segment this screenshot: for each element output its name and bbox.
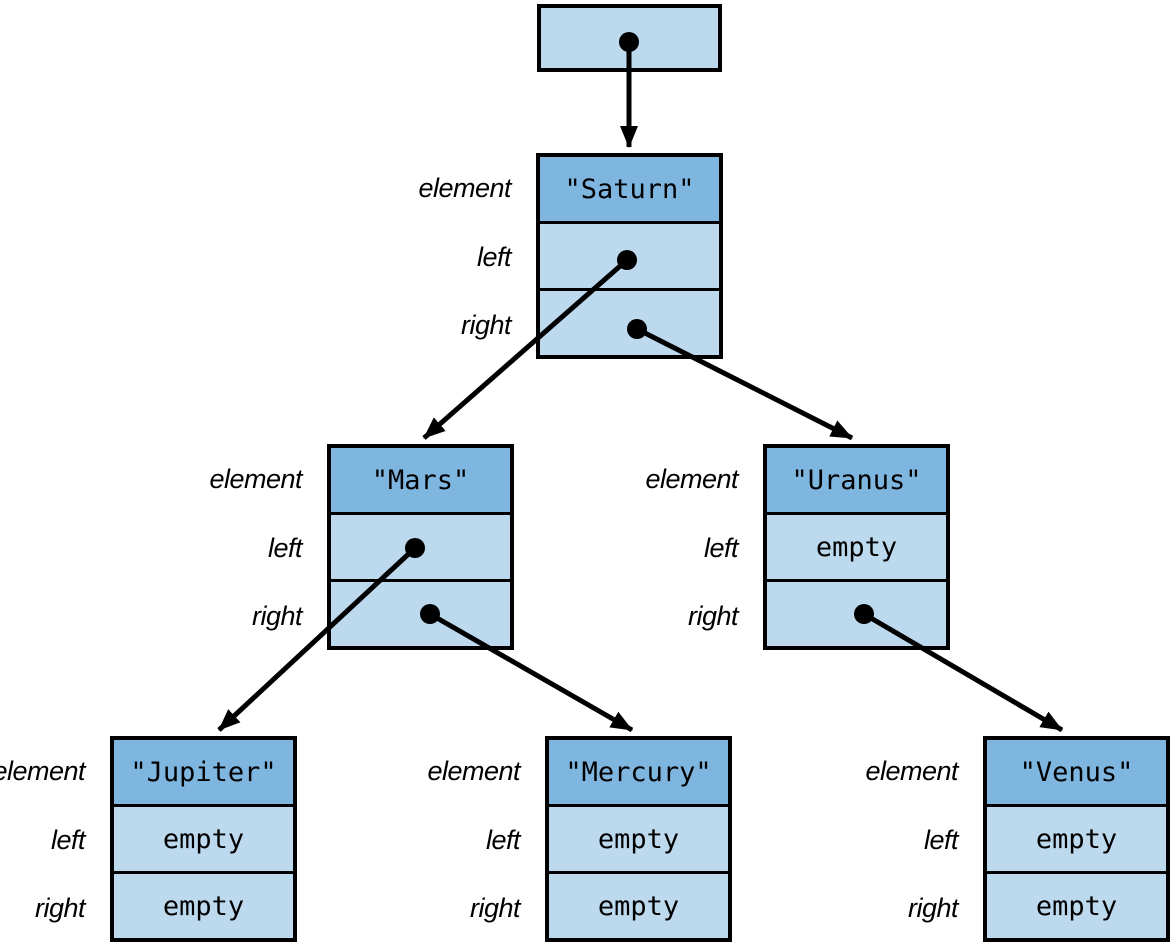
node-venus-right-cell: empty xyxy=(1035,890,1118,922)
mars-field-labels: element left right xyxy=(162,444,302,650)
field-label-left: left xyxy=(923,825,959,855)
node-uranus-left-cell: empty xyxy=(767,515,946,582)
node-uranus-right-cell xyxy=(767,582,946,646)
node-mercury-right-cell: empty xyxy=(597,890,680,922)
field-label-right: right xyxy=(907,892,959,923)
field-label-left: left xyxy=(703,533,739,563)
node-saturn-right-cell xyxy=(540,291,719,355)
node-mars-right-cell xyxy=(331,582,510,646)
node-saturn-left-cell xyxy=(540,224,719,291)
field-label-element: element xyxy=(427,756,520,786)
node-venus: "Venus" empty empty xyxy=(983,736,1170,942)
field-label-right: right xyxy=(251,600,303,631)
node-mercury: "Mercury" empty empty xyxy=(545,736,732,942)
uranus-field-labels: element left right xyxy=(598,444,738,650)
field-label-left: left xyxy=(267,533,303,563)
field-label-right: right xyxy=(687,600,739,631)
venus-field-labels: element left right xyxy=(818,736,958,942)
root-reference-box xyxy=(537,4,722,72)
node-venus-left-cell: empty xyxy=(987,807,1166,874)
node-mercury-element-cell: "Mercury" xyxy=(549,740,728,807)
node-mars: "Mars" xyxy=(327,444,514,650)
field-label-element: element xyxy=(209,464,302,494)
node-jupiter: "Jupiter" empty empty xyxy=(110,736,297,942)
node-mars-left-cell xyxy=(331,515,510,582)
node-jupiter-right-cell: empty xyxy=(162,890,245,922)
node-saturn-element-cell: "Saturn" xyxy=(540,157,719,224)
node-saturn: "Saturn" xyxy=(536,153,723,359)
mercury-field-labels: element left right xyxy=(380,736,520,942)
field-label-left: left xyxy=(485,825,521,855)
node-jupiter-element-cell: "Jupiter" xyxy=(114,740,293,807)
field-label-element: element xyxy=(865,756,958,786)
node-mercury-left-cell: empty xyxy=(549,807,728,874)
node-venus-element-cell: "Venus" xyxy=(987,740,1166,807)
saturn-field-labels: element left right xyxy=(371,153,511,359)
field-label-element: element xyxy=(0,756,86,786)
node-jupiter-left-cell: empty xyxy=(114,807,293,874)
field-label-right: right xyxy=(34,892,86,923)
field-label-element: element xyxy=(418,173,511,203)
field-label-element: element xyxy=(645,464,738,494)
node-uranus-element-cell: "Uranus" xyxy=(767,448,946,515)
node-mars-element-cell: "Mars" xyxy=(331,448,510,515)
jupiter-field-labels: element left right xyxy=(0,736,86,942)
field-label-left: left xyxy=(476,242,512,272)
field-label-left: left xyxy=(50,825,86,855)
node-uranus: "Uranus" empty xyxy=(763,444,950,650)
field-label-right: right xyxy=(469,892,521,923)
field-label-right: right xyxy=(460,309,512,340)
